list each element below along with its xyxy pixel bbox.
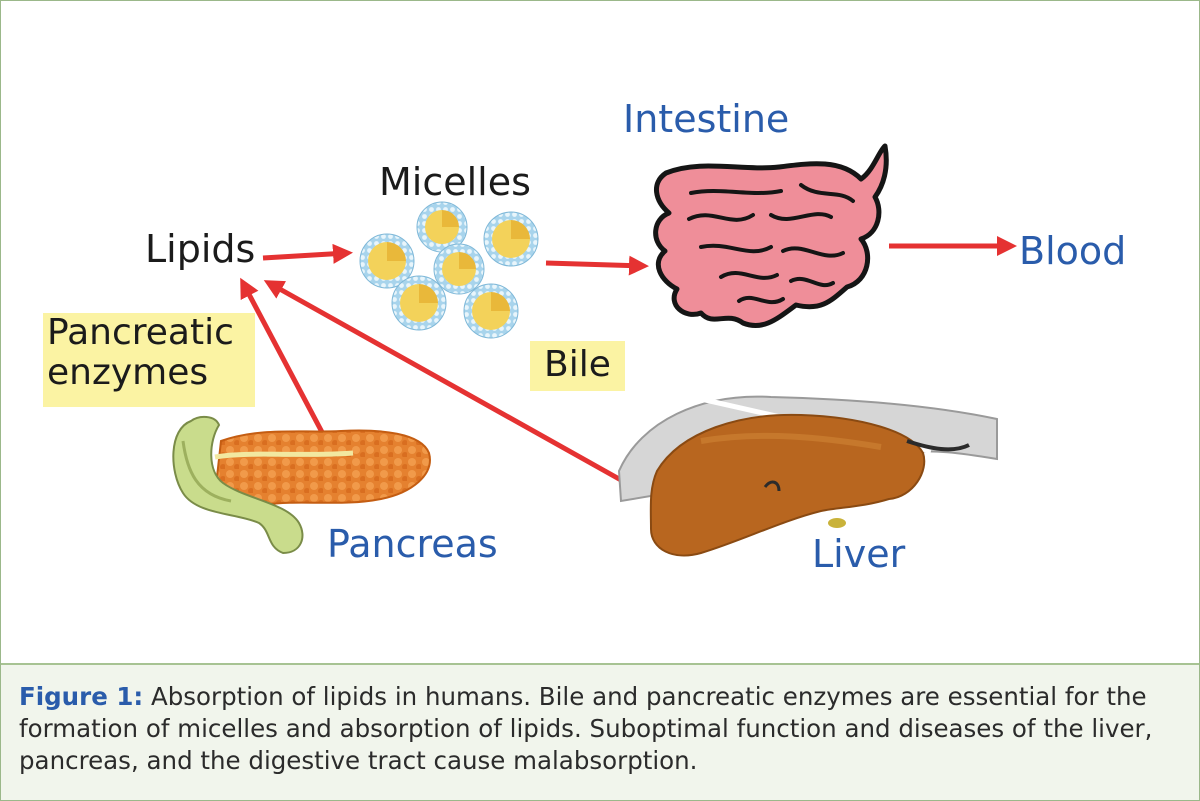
micelle (433, 243, 485, 295)
label-pancreas: Pancreas (327, 522, 498, 566)
figure-caption: Figure 1: Absorption of lipids in humans… (1, 663, 1199, 800)
label-micelles: Micelles (379, 160, 531, 204)
micelle (391, 275, 447, 331)
arrows (240, 236, 1017, 492)
arrow-micelles-to-intestine (545, 255, 649, 276)
arrow-pancreas-to-lipids (240, 277, 326, 436)
label-bile: Bile (530, 341, 625, 391)
label-blood: Blood (1019, 229, 1127, 273)
diagram-graphics (172, 143, 1017, 557)
label-liver: Liver (812, 532, 906, 576)
micelle (483, 211, 539, 267)
label-lipids: Lipids (145, 227, 256, 271)
caption-text: Absorption of lipids in humans. Bile and… (19, 682, 1153, 775)
arrow-liver-to-lipids (263, 280, 639, 492)
micelles-illustration (359, 201, 539, 339)
arrow-lipids-to-micelles (262, 243, 353, 264)
liver-illustration (617, 395, 998, 557)
lipid-absorption-diagram: Lipids Micelles Intestine Blood Bile Pan… (1, 1, 1199, 663)
caption-label: Figure 1: (19, 682, 144, 711)
micelle (359, 233, 415, 289)
label-intestine: Intestine (623, 97, 790, 141)
label-pancreatic-enzymes: Pancreatic enzymes (43, 312, 255, 407)
intestine-illustration (653, 143, 889, 329)
micelle (463, 283, 519, 339)
pancreas-illustration (172, 415, 431, 555)
